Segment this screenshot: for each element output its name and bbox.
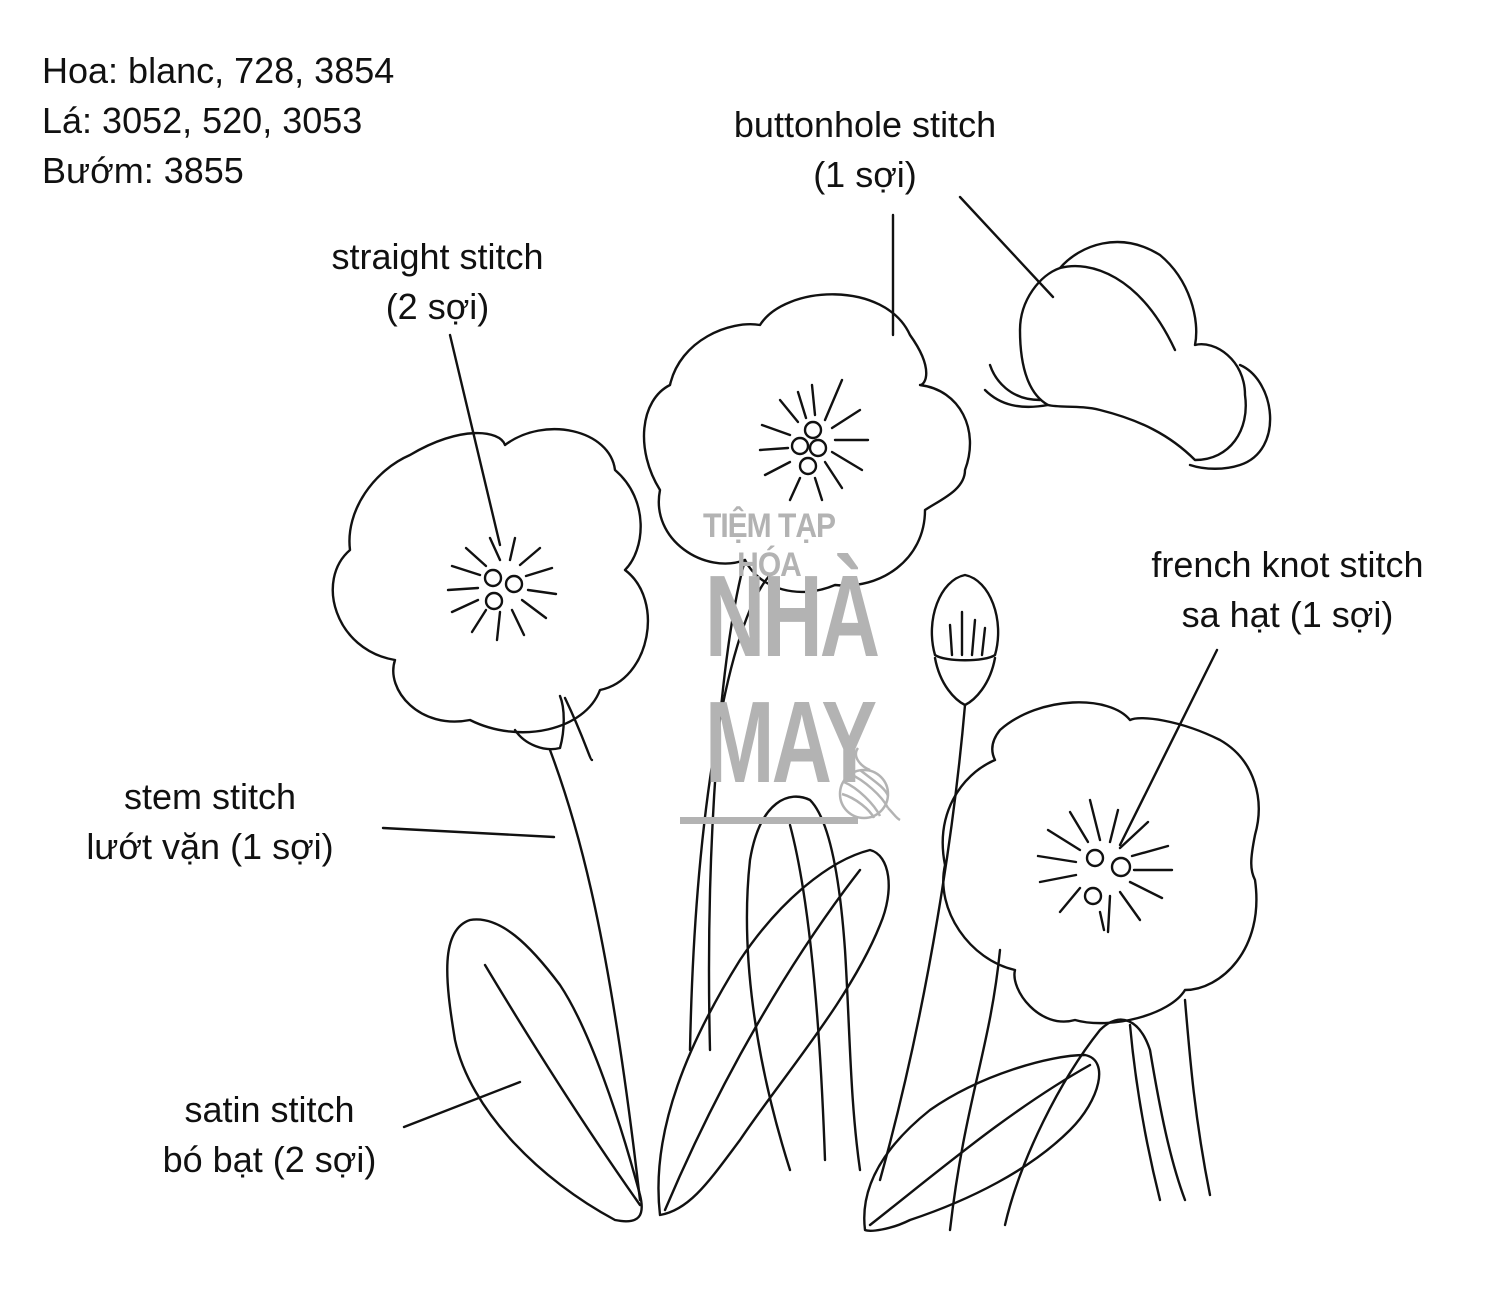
left-flower-center	[446, 536, 558, 642]
watermark-word-may: MAY	[704, 677, 877, 807]
label-stem-name: stem stitch	[123, 776, 297, 817]
label-straight-strands: (2 sợi)	[385, 286, 490, 327]
thread-list-leaves: Lá: 3052, 520, 3053	[42, 100, 363, 141]
watermark-logo: TIỆM TẠP HÓA NHÀ MAY	[680, 507, 920, 832]
thread-color-list: Hoa: blanc, 728, 3854 Lá: 3052, 520, 305…	[42, 46, 394, 196]
label-straight-name: straight stitch	[331, 236, 544, 277]
label-buttonhole-strands: (1 sợi)	[813, 154, 917, 195]
label-buttonhole-name: buttonhole stitch	[733, 104, 997, 145]
right-flower	[941, 701, 1260, 1025]
label-satin-name: satin stitch	[184, 1089, 355, 1130]
flower-bud	[930, 573, 1000, 707]
butterfly	[983, 240, 1272, 470]
top-flower-center	[758, 378, 870, 502]
label-satin-stitch: satin stitch bó bạt (2 sợi)	[132, 1085, 407, 1185]
label-french-knot-strands: sa hạt (1 sợi)	[1181, 594, 1394, 635]
leader-lines	[381, 195, 1219, 1129]
label-stem-strands: lướt vặn (1 sợi)	[86, 826, 334, 867]
left-flower	[331, 428, 649, 751]
watermark-word-nha: NHÀ	[704, 551, 880, 681]
right-flower-center	[1036, 798, 1174, 934]
label-buttonhole-stitch: buttonhole stitch (1 sợi)	[700, 100, 1030, 200]
label-straight-stitch: straight stitch (2 sợi)	[300, 232, 575, 332]
thread-list-butterfly: Bướm: 3855	[42, 150, 244, 191]
label-french-knot-name: french knot stitch	[1151, 544, 1424, 585]
stems	[548, 558, 1002, 1232]
leaves	[446, 795, 1212, 1232]
watermark-underline	[680, 817, 858, 824]
thread-list-flowers: Hoa: blanc, 728, 3854	[42, 50, 395, 91]
label-satin-strands: bó bạt (2 sợi)	[162, 1139, 377, 1180]
watermark-shop-name: TIỆM TẠP HÓA	[703, 506, 836, 584]
label-french-knot-stitch: french knot stitch sa hạt (1 sợi)	[1115, 540, 1460, 640]
top-flower	[642, 293, 972, 593]
yarn-ball-icon	[838, 747, 901, 822]
label-stem-stitch: stem stitch lướt vặn (1 sợi)	[55, 772, 365, 872]
